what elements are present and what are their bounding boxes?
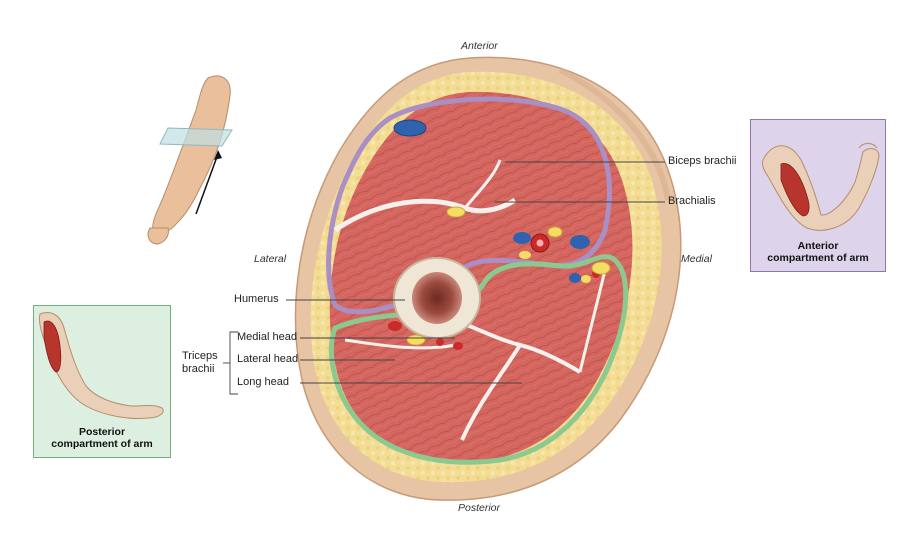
nerve [446,206,466,218]
label-lateral-head: Lateral head [237,353,299,365]
nerve [591,261,611,275]
flexed-arm-illustration [762,143,880,231]
vein [513,232,531,244]
vein [453,342,463,350]
posterior-inset-caption-line1: Posterior [78,426,126,438]
anterior-inset-caption-line2: compartment of arm [767,252,869,264]
label-biceps-brachii: Biceps brachii [668,155,737,167]
anterior-compartment-boundary [326,96,612,315]
artery [436,338,444,346]
label-triceps-line2: brachii [182,363,215,375]
orientation-medial: Medial [681,253,712,265]
leader-lines [223,161,665,395]
nerve [581,275,591,283]
label-long-head: Long head [237,376,289,388]
vein [570,235,590,249]
orientation-posterior: Posterior [458,502,501,514]
arm-orientation-illustration [147,75,233,245]
vein [569,273,581,283]
vein [393,119,427,137]
label-medial-head: Medial head [237,331,297,343]
anterior-inset-caption-line1: Anterior [797,240,839,252]
nerve [519,251,531,259]
label-humerus: Humerus [234,293,279,305]
vein [388,321,402,331]
fascial-septum [333,197,517,233]
orientation-lateral: Lateral [254,253,287,265]
posterior-inset-caption-line2: compartment of arm [51,438,153,450]
extended-arm-illustration [39,312,164,419]
bone-marrow [412,272,462,324]
label-triceps-line1: Triceps [182,350,218,362]
anterior-compartment-inset: Anterior compartment of arm [750,119,886,272]
label-brachialis: Brachialis [668,195,716,207]
nerve [547,226,563,238]
posterior-compartment-inset: Posterior compartment of arm [33,305,171,458]
orientation-anterior: Anterior [461,40,498,52]
muscle-mass [329,91,633,463]
nerve [406,334,426,346]
